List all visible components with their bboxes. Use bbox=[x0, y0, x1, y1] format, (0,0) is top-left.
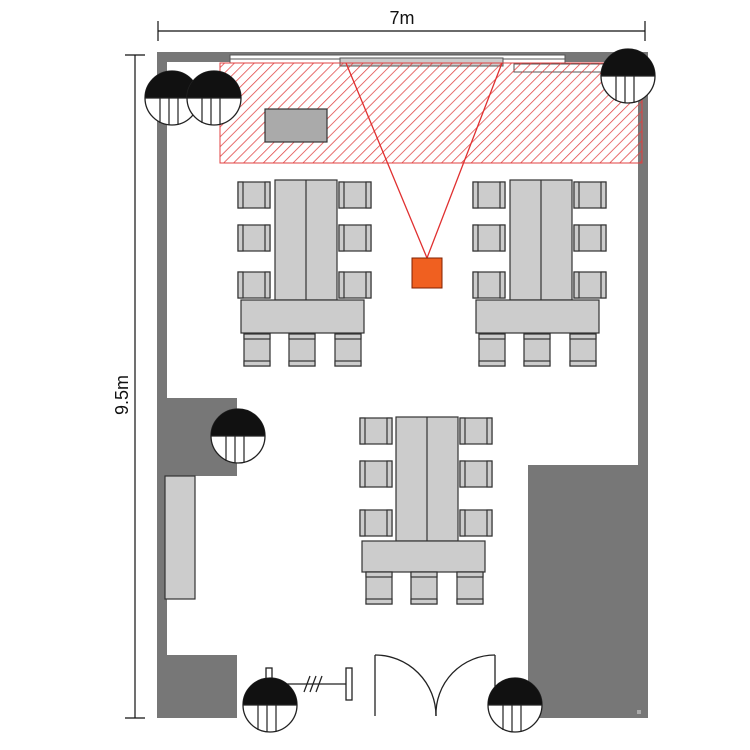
chair bbox=[365, 571, 393, 605]
width-dimension bbox=[157, 21, 646, 41]
chair bbox=[359, 417, 393, 445]
chair bbox=[569, 333, 597, 367]
chair bbox=[573, 271, 607, 299]
chair bbox=[243, 333, 271, 367]
height-label: 9.5m bbox=[112, 375, 132, 415]
chair bbox=[288, 333, 316, 367]
chair bbox=[237, 224, 271, 252]
table-end bbox=[475, 299, 600, 334]
projector bbox=[411, 257, 443, 289]
chair bbox=[237, 181, 271, 209]
chair bbox=[472, 271, 506, 299]
chair bbox=[478, 333, 506, 367]
double-door bbox=[374, 654, 496, 717]
table-group-top-right bbox=[472, 179, 607, 367]
chair bbox=[523, 333, 551, 367]
chair bbox=[573, 224, 607, 252]
chair bbox=[459, 417, 493, 445]
chair bbox=[359, 509, 393, 537]
screen-table bbox=[264, 108, 328, 143]
table-end bbox=[240, 299, 365, 334]
chair bbox=[359, 460, 393, 488]
chair bbox=[573, 181, 607, 209]
chair bbox=[472, 224, 506, 252]
width-label: 7m bbox=[389, 8, 414, 28]
chair bbox=[338, 271, 372, 299]
speaker-icon bbox=[600, 48, 656, 104]
chair bbox=[334, 333, 362, 367]
chair bbox=[237, 271, 271, 299]
speaker-icon bbox=[186, 70, 242, 126]
chair bbox=[338, 224, 372, 252]
chair bbox=[338, 181, 372, 209]
speaker-icon bbox=[487, 677, 543, 733]
chair bbox=[410, 571, 438, 605]
table-group-center bbox=[359, 416, 493, 605]
speaker-icon bbox=[242, 677, 298, 733]
speaker-icon bbox=[210, 408, 266, 464]
chair bbox=[472, 181, 506, 209]
side-cabinet bbox=[164, 475, 196, 600]
chair bbox=[456, 571, 484, 605]
projection-lines bbox=[345, 62, 503, 259]
chair bbox=[459, 509, 493, 537]
corner-mark bbox=[637, 710, 641, 714]
table-end bbox=[361, 540, 486, 573]
height-dimension bbox=[125, 54, 145, 719]
chair bbox=[459, 460, 493, 488]
table-group-top-left bbox=[237, 179, 372, 367]
